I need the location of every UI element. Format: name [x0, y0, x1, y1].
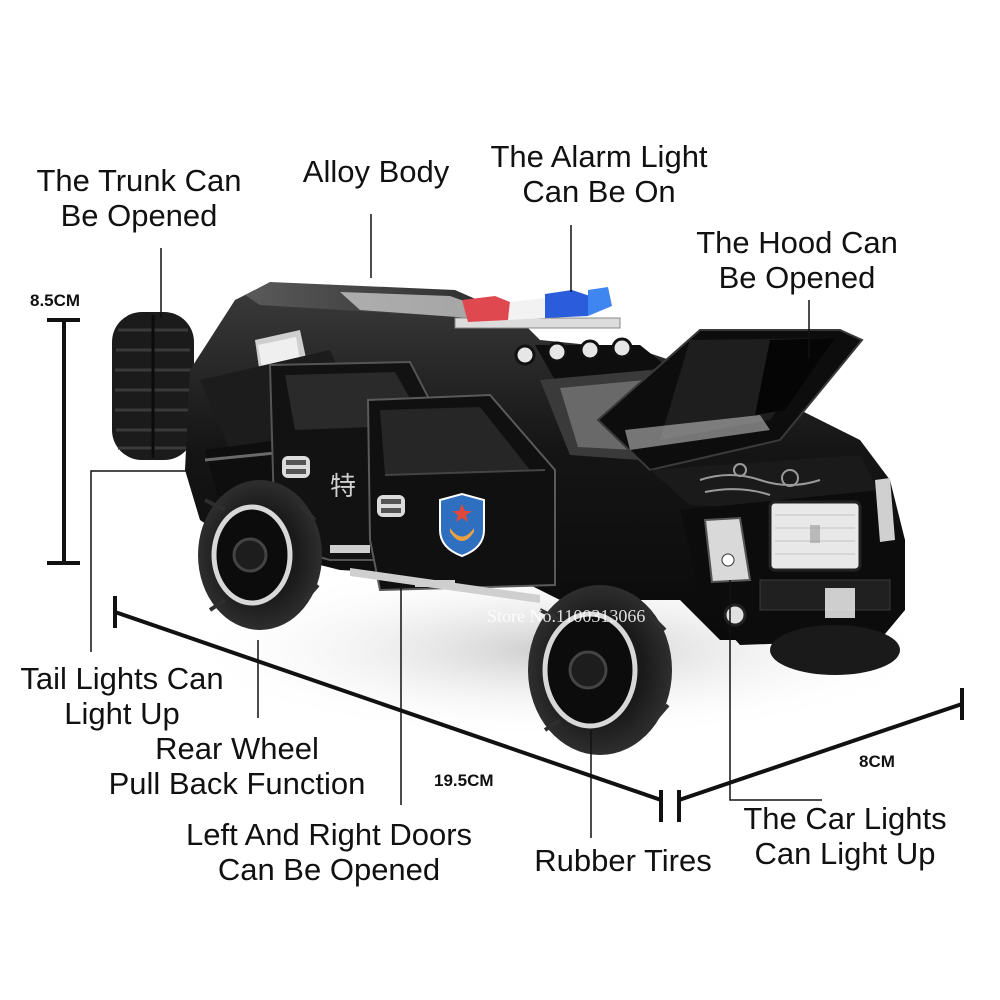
annotation-hood: The Hood Can Be Opened	[676, 225, 918, 295]
dimension-width: 8CM	[859, 752, 895, 771]
annotation-rear-wheel-line1: Rear Wheel	[155, 731, 319, 766]
annotation-doors: Left And Right Doors Can Be Opened	[160, 817, 498, 887]
annotation-hood-line1: The Hood Can	[696, 225, 898, 260]
annotation-alarm-light: The Alarm Light Can Be On	[470, 139, 728, 209]
annotation-hood-line2: Be Opened	[718, 260, 876, 295]
door-chinese-text: 特	[330, 472, 356, 502]
annotation-rear-wheel: Rear Wheel Pull Back Function	[86, 731, 388, 801]
rear-wheel	[198, 480, 322, 630]
front-wheel	[528, 585, 672, 755]
annotation-trunk: The Trunk Can Be Opened	[18, 163, 260, 233]
annotation-alarm-line2: Can Be On	[522, 174, 676, 209]
annotation-rubber-tires: Rubber Tires	[518, 843, 728, 878]
dimension-lines	[47, 318, 964, 822]
annotation-tail-lights-line1: Tail Lights Can	[20, 661, 224, 696]
annotation-rear-wheel-line2: Pull Back Function	[108, 766, 366, 801]
annotation-car-lights: The Car Lights Can Light Up	[724, 801, 966, 871]
police-shield-badge-icon	[439, 492, 485, 558]
annotation-alarm-line1: The Alarm Light	[490, 139, 708, 174]
annotation-car-lights-line2: Can Light Up	[754, 836, 936, 871]
annotation-car-lights-line1: The Car Lights	[743, 801, 947, 836]
dimension-length: 19.5CM	[434, 771, 494, 790]
annotation-tires-line1: Rubber Tires	[534, 843, 712, 878]
annotation-doors-line2: Can Be Opened	[217, 852, 441, 887]
leader-tail-lights	[90, 470, 186, 652]
leader-lines	[90, 214, 822, 838]
annotation-doors-line1: Left And Right Doors	[185, 817, 473, 852]
annotation-alloy-body: Alloy Body	[288, 154, 464, 189]
annotation-tail-lights-line2: Light Up	[64, 696, 180, 731]
dimension-height: 8.5CM	[30, 291, 81, 310]
annotation-body-line1: Alloy Body	[302, 154, 450, 189]
leader-car-lights	[729, 580, 822, 801]
spare-tire	[112, 312, 194, 460]
roof-spotlights	[514, 337, 633, 366]
annotation-trunk-line2: Be Opened	[60, 198, 218, 233]
alarm-light-bar	[454, 287, 621, 329]
annotation-trunk-line1: The Trunk Can	[36, 163, 242, 198]
store-watermark: Store No.1100313066	[487, 606, 646, 626]
headlight	[703, 516, 752, 584]
annotation-tail-lights: Tail Lights Can Light Up	[0, 661, 244, 731]
